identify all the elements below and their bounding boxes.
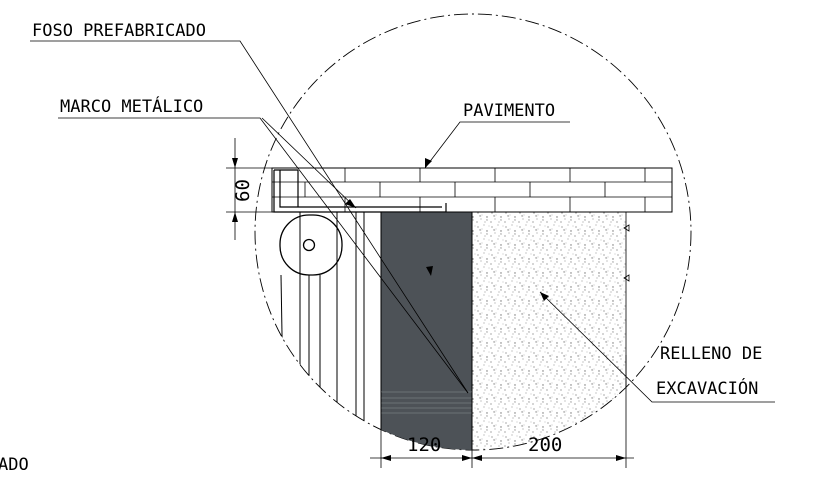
excavation-fill bbox=[471, 211, 627, 450]
leader-lines bbox=[30, 40, 775, 403]
dimension-height-value: 60 bbox=[232, 179, 254, 202]
dimension-widths bbox=[370, 355, 634, 468]
label-relleno-de: RELLENO DE bbox=[660, 344, 762, 364]
fill-marks bbox=[623, 224, 630, 282]
label-cut-text: ADO bbox=[0, 455, 29, 473]
label-foso-prefabricado: FOSO PREFABRICADO bbox=[32, 21, 206, 41]
dimension-width-120: 120 bbox=[407, 434, 441, 456]
dimension-width-arrows bbox=[381, 455, 626, 461]
leader-arrows bbox=[345, 158, 549, 301]
gate-roller bbox=[279, 212, 365, 450]
prefab-pit-wall bbox=[380, 211, 473, 450]
dimension-height-arrows bbox=[232, 158, 238, 222]
label-excavacion: EXCAVACIÓN bbox=[656, 377, 758, 399]
label-pavimento: PAVIMENTO bbox=[463, 101, 555, 121]
dimension-width-200: 200 bbox=[528, 434, 562, 456]
metal-frame bbox=[273, 169, 447, 213]
dimension-height bbox=[226, 138, 272, 240]
label-marco-metalico: MARCO METÁLICO bbox=[60, 95, 203, 117]
pit-bottom-lines bbox=[381, 391, 472, 414]
pavement-slab bbox=[271, 167, 673, 213]
